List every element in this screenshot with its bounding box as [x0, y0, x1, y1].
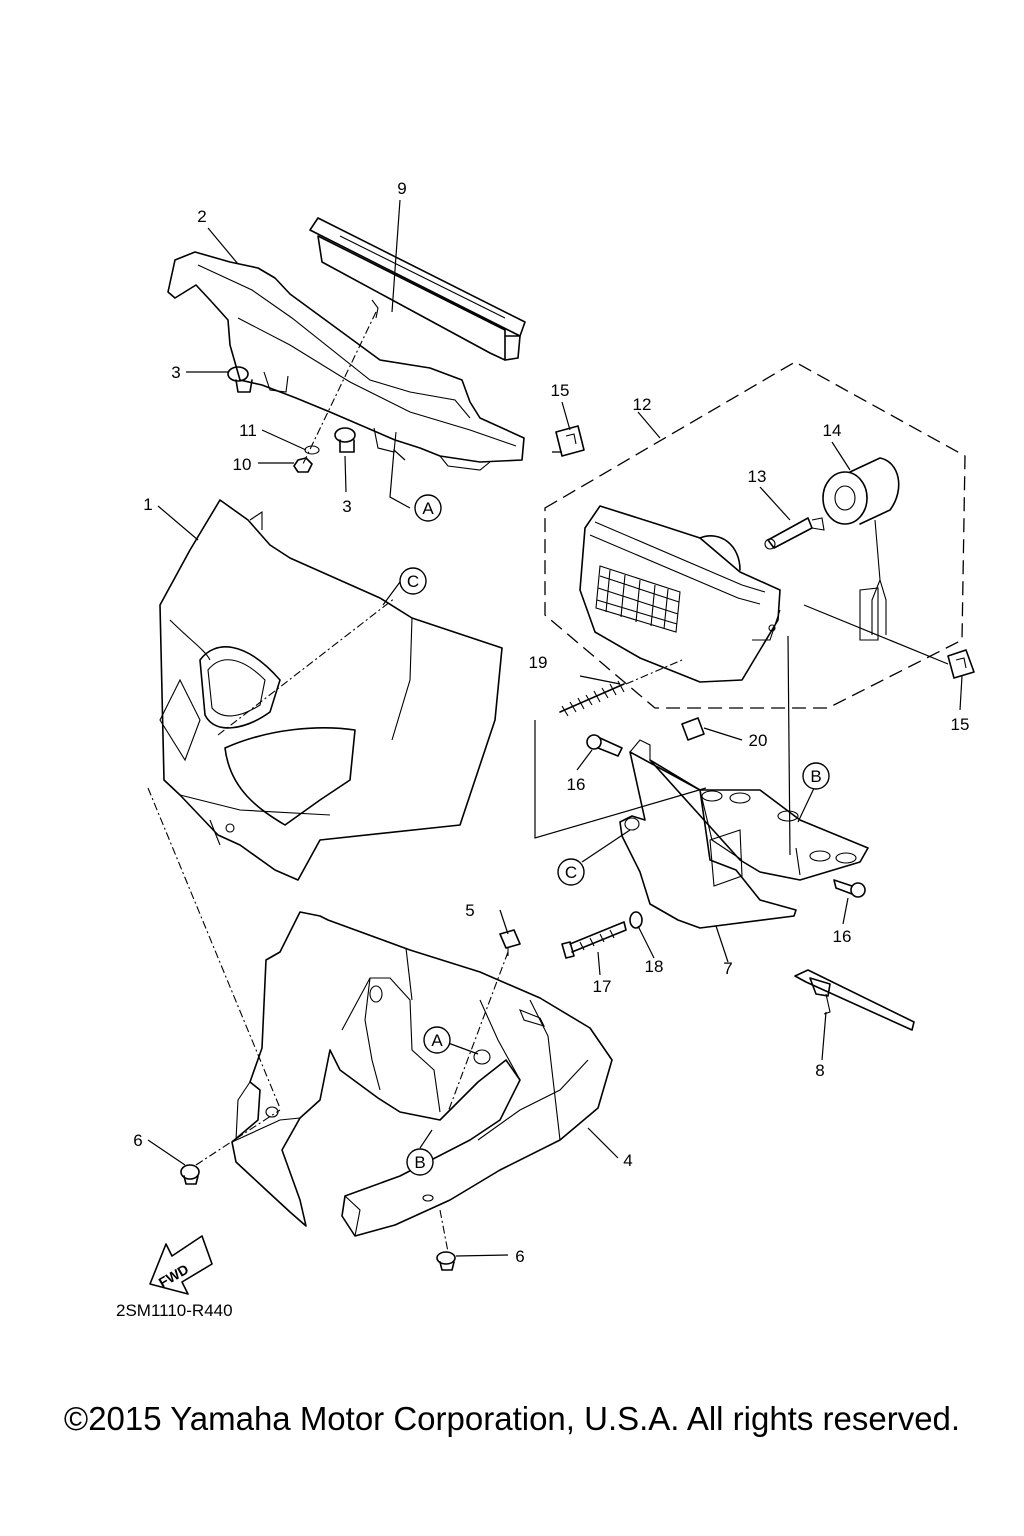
- callout-11: 11: [239, 421, 257, 440]
- part-clip-lower[interactable]: [947, 649, 975, 679]
- part-meter-cover[interactable]: [167, 251, 525, 471]
- part-nut[interactable]: [293, 445, 320, 473]
- part-screw[interactable]: [499, 929, 521, 956]
- callout-16b: 16: [833, 927, 852, 946]
- copyright-footer: ©2015 Yamaha Motor Corporation, U.S.A. A…: [63, 1400, 961, 1437]
- svg-text:A: A: [431, 1031, 443, 1050]
- leader-lines: [147, 199, 963, 1257]
- callout-9: 9: [397, 179, 406, 198]
- part-rivet-bottom[interactable]: [436, 1251, 456, 1271]
- part-bulb[interactable]: [764, 517, 825, 550]
- svg-text:B: B: [414, 1153, 425, 1172]
- part-grommet-lower[interactable]: [334, 427, 356, 453]
- callout-13: 13: [748, 467, 767, 486]
- callout-10: 10: [233, 455, 252, 474]
- part-under-cowl[interactable]: [231, 911, 613, 1237]
- part-tail-light[interactable]: [579, 505, 781, 683]
- ref-B-right: B: [802, 762, 830, 790]
- callout-6b: 6: [515, 1247, 524, 1266]
- callout-14: 14: [823, 421, 842, 440]
- callout-20: 20: [749, 731, 768, 750]
- callout-19: 19: [529, 653, 548, 672]
- part-grommet-upper[interactable]: [227, 366, 253, 393]
- callout-4: 4: [623, 1151, 632, 1170]
- callout-15b: 15: [951, 715, 970, 734]
- part-long-bolt[interactable]: [561, 921, 627, 959]
- diagram-code: 2SM1110-R440: [116, 1301, 233, 1320]
- svg-text:C: C: [565, 863, 577, 882]
- assembly-boundary: [544, 361, 966, 709]
- part-headlight-cowl[interactable]: [159, 499, 503, 881]
- callout-16a: 16: [567, 775, 586, 794]
- part-washer[interactable]: [629, 911, 643, 929]
- callout-17: 17: [593, 977, 612, 996]
- callout-18: 18: [645, 957, 664, 976]
- callout-5: 5: [465, 901, 474, 920]
- ref-A-lower: A: [423, 1026, 451, 1054]
- part-socket[interactable]: [822, 457, 900, 641]
- part-spring[interactable]: [559, 680, 625, 717]
- part-rivet-left[interactable]: [180, 1164, 200, 1185]
- fwd-arrow-icon: FWD: [149, 1235, 213, 1295]
- svg-text:B: B: [810, 767, 821, 786]
- part-clip-upper[interactable]: [555, 425, 585, 457]
- ref-A-upper: A: [414, 494, 442, 522]
- callout-15a: 15: [551, 381, 570, 400]
- callout-8: 8: [815, 1061, 824, 1080]
- part-nut-clip[interactable]: [681, 717, 705, 741]
- svg-text:A: A: [422, 499, 434, 518]
- part-bracket[interactable]: [619, 739, 869, 929]
- ref-C-lower: C: [557, 858, 585, 886]
- callout-7: 7: [723, 959, 732, 978]
- callout-12: 12: [633, 395, 652, 414]
- callout-3a: 3: [171, 363, 180, 382]
- part-bolt-upper[interactable]: [586, 734, 623, 757]
- svg-text:C: C: [407, 572, 419, 591]
- ref-B-lower: B: [406, 1148, 434, 1176]
- callout-3b: 3: [342, 497, 351, 516]
- callout-2: 2: [197, 207, 206, 226]
- callout-1: 1: [143, 495, 152, 514]
- part-meter[interactable]: [309, 217, 526, 361]
- callout-6a: 6: [133, 1131, 142, 1150]
- part-bolt-lower[interactable]: [833, 879, 866, 898]
- part-cable-tie[interactable]: [794, 969, 915, 1031]
- ref-C-upper: C: [399, 567, 427, 595]
- svg-text:FWD: FWD: [156, 1261, 192, 1291]
- callout-labels: 1 2 3 3 4 5 6 6 7 8 9 10 11 12 13 14 15 …: [133, 179, 969, 1266]
